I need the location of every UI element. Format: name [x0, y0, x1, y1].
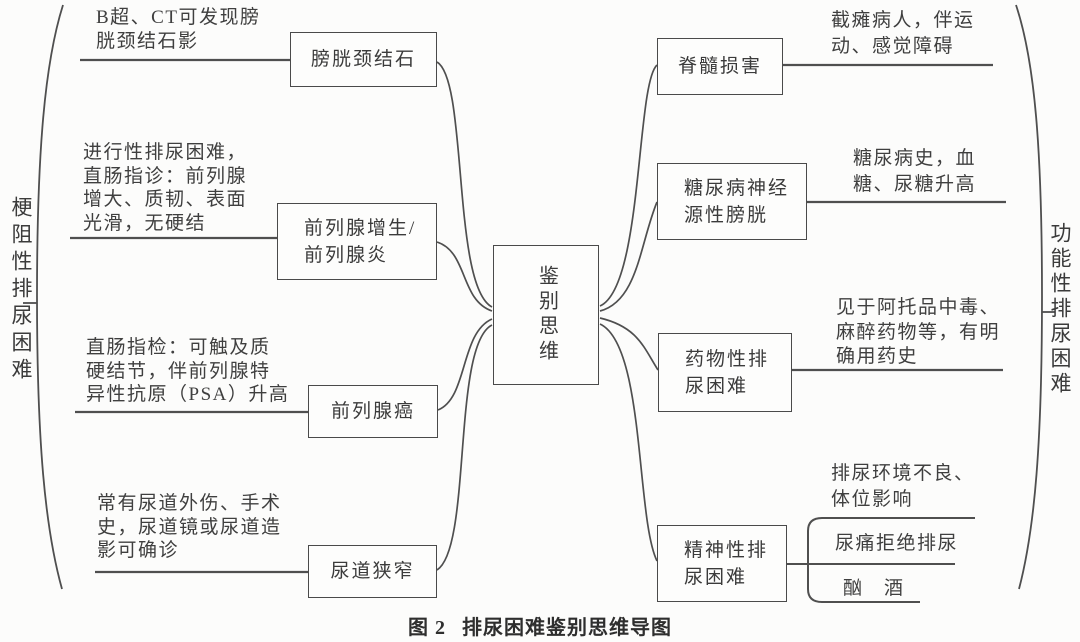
sub-item-alcohol-abuse: 酗 酒 — [843, 577, 905, 601]
note-line: 影可确诊 — [97, 540, 180, 561]
connector-left-3 — [437, 318, 493, 411]
note-line: 动、感觉障碍 — [831, 36, 955, 57]
box-label: 源性膀胱 — [684, 204, 769, 226]
left-bracket — [36, 4, 64, 590]
box-drug-induced-dysuria: 药物性排 尿困难 — [658, 333, 792, 412]
box-differential-thinking: 鉴别思维 — [493, 245, 599, 385]
box-diabetic-neurogenic-bladder: 糖尿病神经 源性膀胱 — [657, 163, 807, 240]
note-line: B超、CT可发现膀 — [96, 7, 261, 28]
box-label: 脊髓损害 — [677, 56, 762, 77]
connector-left-4 — [436, 324, 493, 571]
box-label: 前列腺增生/ — [304, 217, 417, 239]
note-line: 截瘫病人，伴运 — [831, 10, 975, 31]
note-line: 麻醉药物等，有明 — [836, 321, 1001, 343]
box-bph-prostatitis: 前列腺增生/ 前列腺炎 — [277, 203, 437, 280]
note-prostate-cancer: 直肠指检：可触及质 硬结节，伴前列腺特 异性抗原（PSA）升高 — [86, 336, 289, 407]
note-diabetic-neurogenic-bladder: 糖尿病史，血 糖、尿糖升高 — [853, 146, 976, 198]
note-line: 确用药史 — [836, 346, 919, 367]
note-line: 酗 酒 — [843, 578, 905, 599]
center-label: 鉴别思维 — [535, 265, 558, 365]
box-label: 膀胱颈结石 — [310, 49, 416, 70]
connector-right-1 — [599, 64, 658, 307]
note-line: 排尿环境不良、 — [831, 463, 975, 484]
box-psychogenic-dysuria: 精神性排 尿困难 — [657, 525, 787, 602]
box-spinal-cord-damage: 脊髓损害 — [657, 38, 783, 95]
box-prostate-cancer: 前列腺癌 — [308, 385, 438, 438]
note-drug-induced-dysuria: 见于阿托品中毒、 麻醉药物等，有明 确用药史 — [836, 296, 1000, 370]
note-line: 异性抗原（PSA）升高 — [86, 384, 290, 405]
connector-right-4 — [599, 323, 658, 562]
connector-right-3 — [599, 317, 659, 371]
figure-caption: 图 2 排尿困难鉴别思维导图 — [0, 611, 1080, 640]
note-line: 硬结节，伴前列腺特 — [86, 360, 271, 382]
box-urethral-stricture: 尿道狭窄 — [308, 545, 437, 598]
sub-item-painful-refusal: 尿痛拒绝排尿 — [835, 532, 958, 556]
box-label: 前列腺癌 — [330, 401, 415, 422]
box-label: 前列腺炎 — [304, 244, 389, 266]
note-line: 史，尿道镜或尿道造 — [97, 516, 282, 538]
box-label: 尿道狭窄 — [330, 561, 415, 582]
note-line: 进行性排尿困难， — [83, 142, 248, 163]
note-bladder-neck-stone: B超、CT可发现膀 胱颈结石影 — [96, 6, 260, 53]
note-line: 光滑，无硬结 — [83, 212, 207, 234]
box-label: 尿困难 — [684, 566, 748, 588]
note-line: 见于阿托品中毒、 — [836, 297, 1001, 318]
note-line: 直肠指检：可触及质 — [86, 337, 271, 358]
box-label: 尿困难 — [685, 375, 749, 397]
connector-left-2 — [436, 241, 493, 312]
note-spinal-cord-damage: 截瘫病人，伴运 动、感觉障碍 — [831, 8, 975, 60]
note-bph-prostatitis: 进行性排尿困难， 直肠指诊：前列腺 增大、质韧、表面 光滑，无硬结 — [83, 141, 247, 235]
left-side-label-obstructive-dysuria: 梗阻性排尿困难 — [9, 196, 33, 385]
connector-left-1 — [436, 61, 493, 308]
note-urethral-stricture: 常有尿道外伤、手术 史，尿道镜或尿道造 影可确诊 — [97, 492, 282, 563]
note-line: 糖、尿糖升高 — [853, 174, 977, 195]
box-label: 精神性排 — [684, 539, 769, 561]
note-line: 胱颈结石影 — [96, 30, 199, 52]
connector-right-2 — [599, 201, 658, 312]
sub-branch-bracket — [807, 517, 975, 603]
right-bracket — [1015, 4, 1043, 590]
sub-item-environment-posture: 排尿环境不良、 体位影响 — [831, 461, 975, 513]
note-line: 增大、质韧、表面 — [83, 189, 248, 210]
box-label: 糖尿病神经 — [684, 177, 790, 199]
right-side-label-functional-dysuria: 功能性排尿困难 — [1048, 222, 1072, 397]
note-line: 体位影响 — [831, 489, 914, 510]
figure-caption-label: 图 2 — [408, 617, 446, 639]
note-line: 直肠指诊：前列腺 — [83, 165, 248, 187]
figure-caption-title: 排尿困难鉴别思维导图 — [462, 617, 672, 639]
note-line: 尿痛拒绝排尿 — [835, 533, 959, 554]
box-bladder-neck-stone: 膀胱颈结石 — [290, 32, 437, 87]
box-label: 药物性排 — [685, 348, 770, 370]
note-line: 常有尿道外伤、手术 — [97, 493, 282, 514]
note-line: 糖尿病史，血 — [853, 148, 977, 169]
